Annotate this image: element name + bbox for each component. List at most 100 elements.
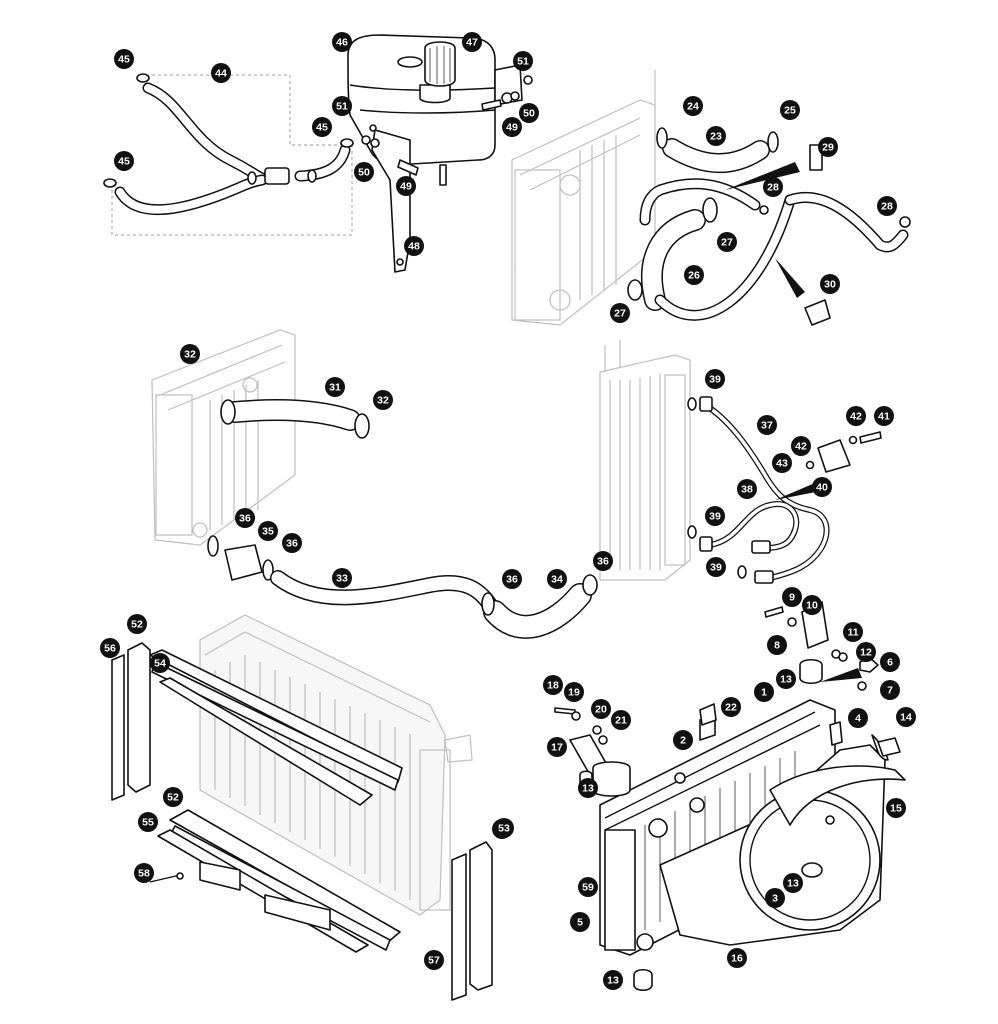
callout-label: 8: [774, 640, 780, 652]
callout-label: 19: [568, 687, 580, 699]
callout-43: 43: [772, 453, 792, 473]
callout-label: 6: [887, 657, 893, 669]
callout-label: 39: [709, 511, 721, 523]
callout-13: 13: [783, 873, 803, 893]
callout-label: 49: [506, 122, 518, 134]
callout-label: 22: [725, 702, 737, 714]
callout-42: 42: [846, 406, 866, 426]
callout-label: 24: [687, 101, 699, 113]
callout-label: 48: [408, 241, 420, 253]
callout-12: 12: [856, 642, 876, 662]
callout-label: 36: [597, 556, 609, 568]
callout-label: 33: [336, 573, 348, 585]
callout-label: 35: [262, 526, 274, 538]
callout-label: 36: [286, 538, 298, 550]
callout-36: 36: [282, 533, 302, 553]
callout-label: 49: [400, 181, 412, 193]
callout-44: 44: [211, 63, 231, 83]
callout-45: 45: [114, 151, 134, 171]
callout-5: 5: [570, 912, 590, 932]
callout-label: 13: [780, 674, 792, 686]
callout-badges: 1234567891011121313131314151617181920212…: [100, 32, 916, 990]
callout-28: 28: [877, 196, 897, 216]
callout-34: 34: [547, 569, 567, 589]
callout-label: 17: [551, 742, 563, 754]
callout-label: 53: [498, 823, 510, 835]
callout-label: 28: [767, 182, 779, 194]
callout-13: 13: [578, 778, 598, 798]
callout-16: 16: [727, 948, 747, 968]
callout-41: 41: [874, 406, 894, 426]
callout-57: 57: [424, 950, 444, 970]
callout-3: 3: [765, 888, 785, 908]
callout-36: 36: [593, 551, 613, 571]
callout-label: 25: [784, 105, 796, 117]
callout-24: 24: [683, 96, 703, 116]
callout-18: 18: [543, 675, 563, 695]
callout-label: 46: [336, 37, 348, 49]
callout-label: 55: [142, 817, 154, 829]
callout-label: 44: [215, 68, 227, 80]
callout-58: 58: [134, 863, 154, 883]
callout-label: 36: [506, 574, 518, 586]
callout-2: 2: [673, 730, 693, 750]
callout-label: 14: [900, 712, 912, 724]
callout-42: 42: [791, 436, 811, 456]
callout-23: 23: [706, 126, 726, 146]
callout-13: 13: [776, 669, 796, 689]
callout-53: 53: [494, 818, 514, 838]
callout-label: 41: [878, 411, 890, 423]
callout-25: 25: [780, 100, 800, 120]
callout-label: 13: [582, 783, 594, 795]
callout-37: 37: [757, 415, 777, 435]
callout-9: 9: [782, 587, 802, 607]
fan-cowl: [659, 734, 906, 946]
callout-15: 15: [886, 798, 906, 818]
callout-51: 51: [513, 51, 533, 71]
callout-label: 3: [772, 893, 778, 905]
callout-38: 38: [737, 479, 757, 499]
callout-26: 26: [684, 265, 704, 285]
callout-10: 10: [802, 595, 822, 615]
callout-label: 29: [822, 142, 834, 154]
callout-label: 37: [761, 420, 773, 432]
callout-48: 48: [404, 236, 424, 256]
callout-label: 45: [316, 122, 328, 134]
callout-54: 54: [150, 653, 170, 673]
callout-label: 38: [741, 484, 753, 496]
callout-27: 27: [610, 303, 630, 323]
vent-hose-assembly: [103, 73, 354, 236]
callout-20: 20: [591, 699, 611, 719]
callout-56: 56: [100, 638, 120, 658]
callout-33: 33: [332, 568, 352, 588]
callout-label: 43: [776, 458, 788, 470]
callout-label: 42: [850, 411, 862, 423]
callout-label: 5: [577, 917, 583, 929]
callout-label: 18: [547, 680, 559, 692]
callout-label: 56: [104, 643, 116, 655]
upper-hoses-top-right: [627, 127, 911, 326]
callout-label: 12: [860, 647, 872, 659]
expansion-tank-cap: [419, 41, 456, 104]
callout-label: 26: [688, 270, 700, 282]
callout-28: 28: [763, 177, 783, 197]
callout-50: 50: [354, 162, 374, 182]
callout-label: 31: [329, 382, 341, 394]
callout-label: 50: [358, 167, 370, 179]
callout-21: 21: [611, 710, 631, 730]
ghost-radiator-middle-left: [151, 329, 296, 546]
radiator-assembly-right: [599, 699, 836, 956]
callout-label: 27: [614, 308, 626, 320]
callout-label: 32: [377, 395, 389, 407]
callout-label: 27: [721, 237, 733, 249]
callout-label: 34: [551, 574, 563, 586]
callout-35: 35: [258, 521, 278, 541]
callout-label: 42: [795, 441, 807, 453]
callout-39: 39: [705, 369, 725, 389]
callout-label: 39: [709, 374, 721, 386]
callout-46: 46: [332, 32, 352, 52]
callout-label: 39: [710, 562, 722, 574]
callout-39: 39: [706, 557, 726, 577]
callout-label: 51: [517, 56, 529, 68]
callout-27: 27: [717, 232, 737, 252]
